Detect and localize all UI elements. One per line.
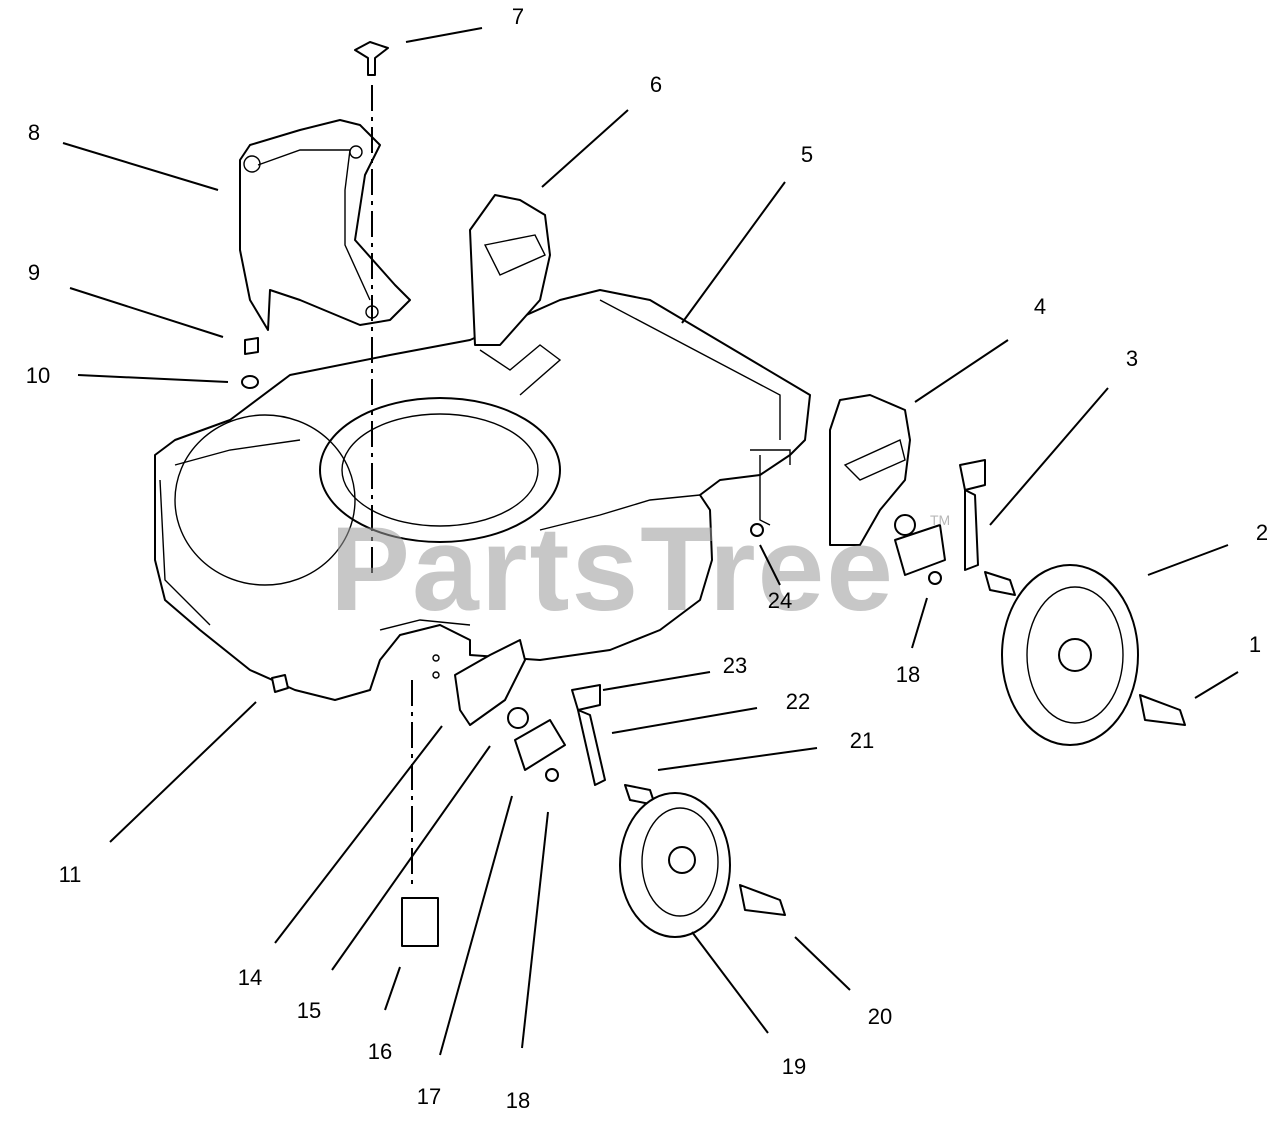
chute-knob: [354, 41, 389, 76]
hardware: [241, 41, 764, 947]
rear-wheel-assembly: [454, 639, 786, 938]
leader-24: [759, 544, 781, 586]
callout-15[interactable]: 15: [297, 998, 321, 1023]
callout-1[interactable]: 1: [1249, 632, 1261, 657]
leader-3: [989, 387, 1109, 526]
callout-3[interactable]: 3: [1126, 346, 1138, 371]
leader-10: [77, 374, 229, 383]
callout-18-rear[interactable]: 18: [506, 1088, 530, 1113]
leader-20: [794, 936, 851, 991]
leader-22: [611, 707, 758, 734]
rear-height-bracket: [469, 194, 551, 346]
label-16: [401, 897, 439, 947]
leader-15: [331, 745, 491, 971]
callout-22[interactable]: 22: [786, 689, 810, 714]
callout-4[interactable]: 4: [1034, 294, 1046, 319]
leader-1: [1194, 671, 1239, 699]
leader-11: [109, 701, 257, 843]
leader-7: [405, 27, 483, 43]
front-height-bracket: [829, 394, 911, 546]
leader-5: [681, 181, 786, 324]
callout-21[interactable]: 21: [850, 728, 874, 753]
callout-20[interactable]: 20: [868, 1004, 892, 1029]
leader-9: [69, 287, 224, 338]
watermark-trademark: TM: [930, 512, 950, 528]
leader-14: [274, 725, 443, 944]
leader-4: [914, 339, 1009, 403]
leader-17: [439, 795, 513, 1056]
leader-18a: [911, 597, 928, 649]
callout-9[interactable]: 9: [28, 260, 40, 285]
discharge-chute: [239, 119, 411, 331]
callout-6[interactable]: 6: [650, 72, 662, 97]
callout-14[interactable]: 14: [238, 965, 262, 990]
leader-6: [541, 109, 629, 188]
callout-7[interactable]: 7: [512, 4, 524, 29]
callouts: 1 2 3 4 5 6 7 8 9 10 11 14 15 16 17 18 1…: [26, 4, 1268, 1113]
callout-17[interactable]: 17: [417, 1084, 441, 1109]
callout-23[interactable]: 23: [723, 653, 747, 678]
callout-11[interactable]: 11: [59, 862, 82, 887]
screw-9: [244, 337, 259, 355]
leader-18b: [521, 811, 549, 1049]
callout-10[interactable]: 10: [26, 363, 50, 388]
leader-8: [62, 142, 219, 191]
leader-19: [691, 931, 769, 1034]
leader-21: [657, 747, 818, 771]
leader-16: [384, 966, 401, 1011]
leader-23: [602, 671, 711, 691]
callout-24[interactable]: 24: [768, 588, 792, 613]
washer-10: [241, 375, 259, 389]
callout-16[interactable]: 16: [368, 1039, 392, 1064]
callout-18-front[interactable]: 18: [896, 662, 920, 687]
leader-2: [1147, 544, 1229, 576]
callout-19[interactable]: 19: [782, 1054, 806, 1079]
mower-deck: [154, 289, 811, 701]
callout-2[interactable]: 2: [1256, 520, 1268, 545]
front-wheel-assembly: [894, 459, 1186, 746]
callout-8[interactable]: 8: [28, 120, 40, 145]
watermark-text: PartsTree: [330, 502, 895, 636]
leader-lines: [62, 27, 1239, 1056]
nut-11: [271, 674, 289, 693]
callout-5[interactable]: 5: [801, 142, 813, 167]
nut-24: [750, 523, 764, 537]
